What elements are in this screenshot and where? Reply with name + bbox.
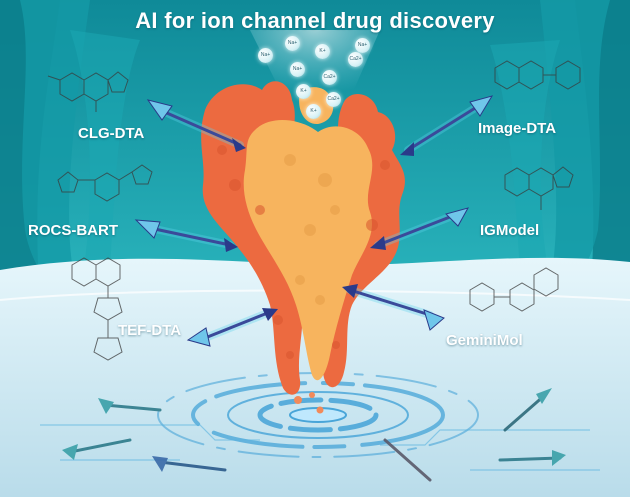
label-geminimol: GeminiMol: [446, 332, 523, 349]
ion-particle: K+: [315, 44, 330, 59]
label-igmodel: IGModel: [480, 222, 540, 239]
label-image-dta: Image-DTA: [478, 120, 557, 137]
ion-particle: Ca2+: [322, 70, 337, 85]
label-tef-dta: TEF-DTA: [118, 322, 182, 339]
page-title: AI for ion channel drug discovery: [135, 8, 495, 33]
ion-particle: Ca2+: [326, 92, 341, 107]
ion-particle: Na+: [285, 36, 300, 51]
ion-particle: Na+: [258, 48, 273, 63]
ion-particle: K+: [296, 84, 311, 99]
ai-arrows: [62, 95, 566, 482]
ion-particle: K+: [306, 104, 321, 119]
ion-channel-protein: [201, 81, 405, 395]
ion-particle: Ca2+: [348, 52, 363, 67]
ion-particle: Na+: [355, 38, 370, 53]
ion-particle: Na+: [290, 62, 305, 77]
label-rocs-bart: ROCS-BART: [28, 222, 118, 239]
label-clg-dta: CLG-DTA: [78, 125, 145, 142]
molecule-sketches: [47, 60, 581, 361]
